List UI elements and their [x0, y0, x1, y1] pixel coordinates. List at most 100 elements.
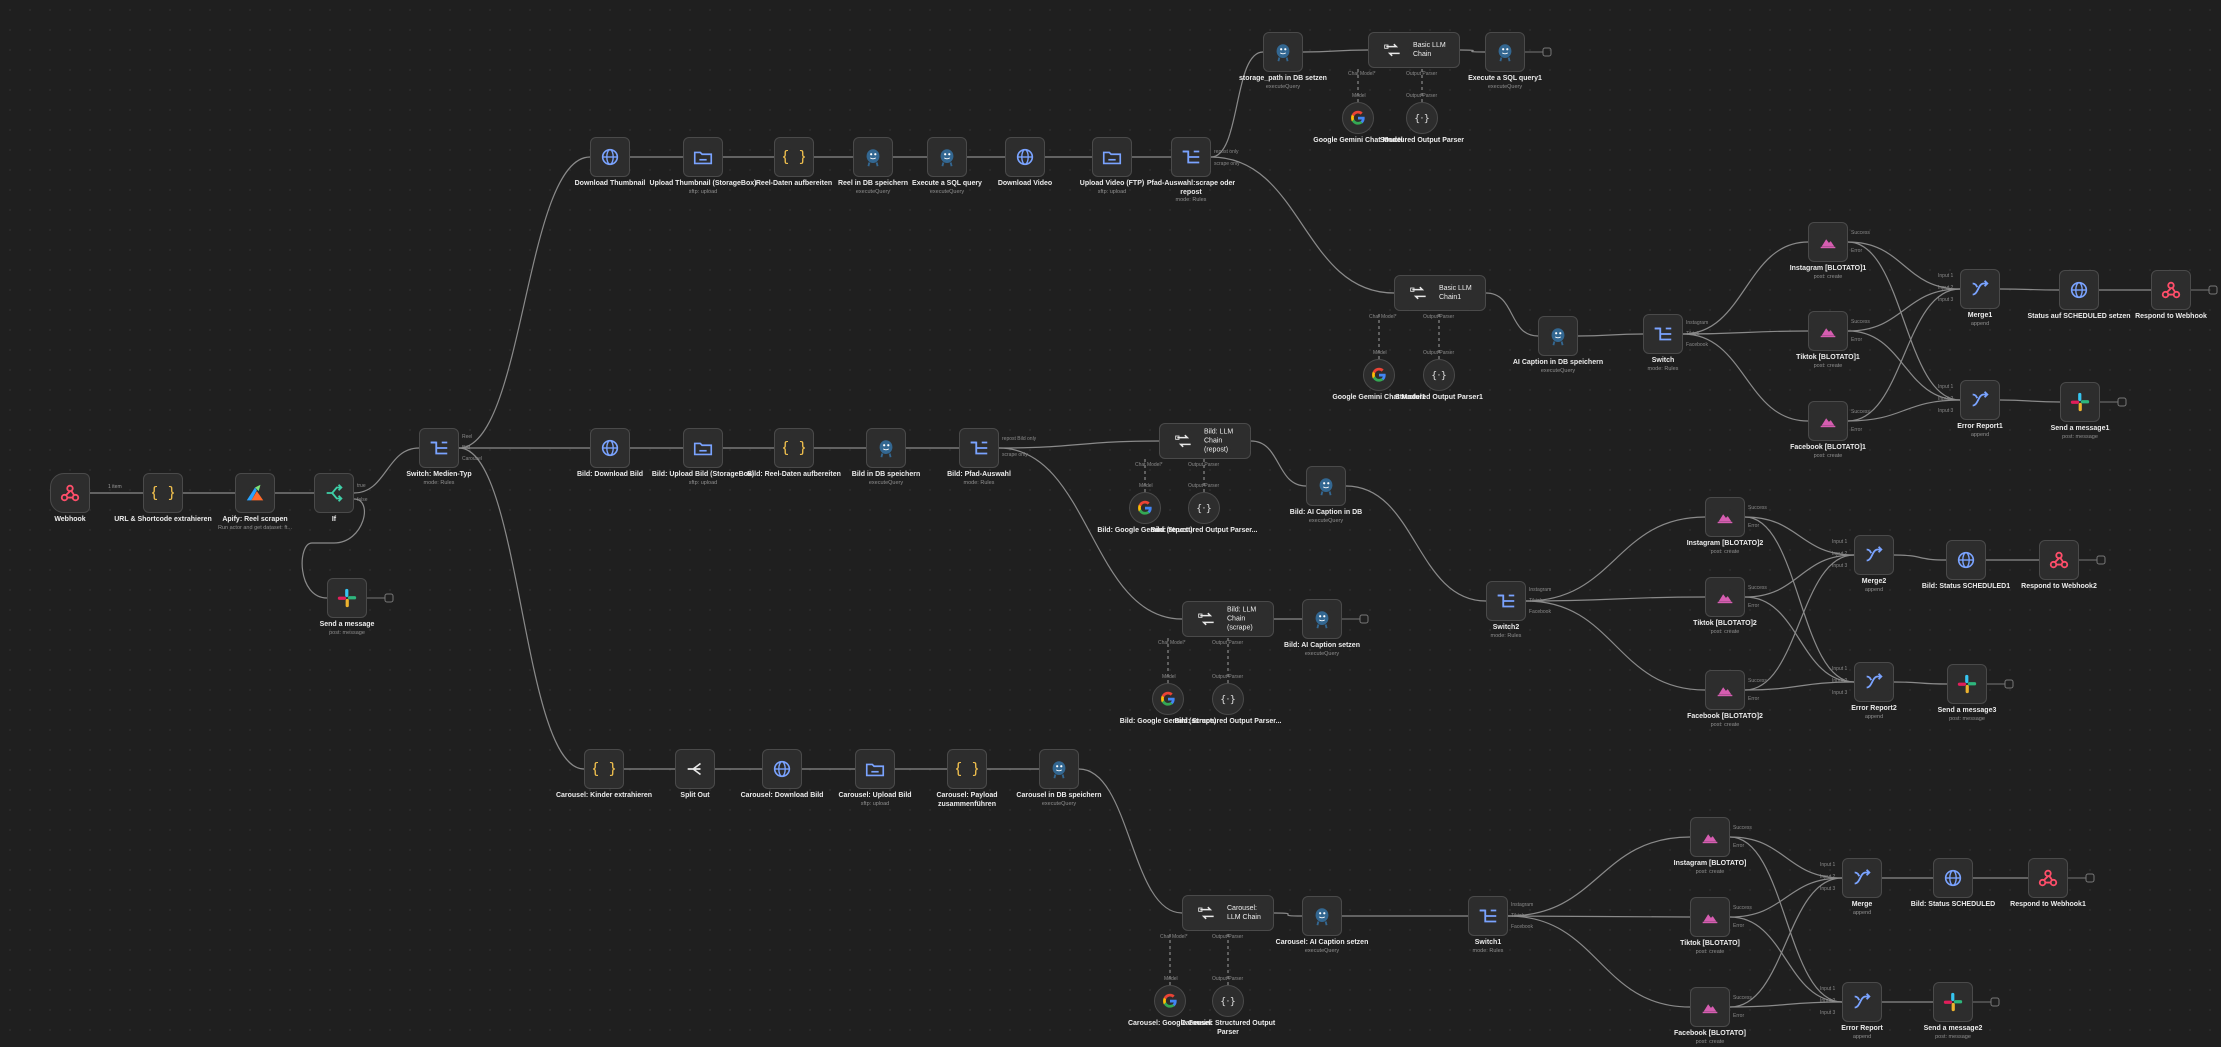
add-node-button[interactable] [1990, 997, 2000, 1007]
node-bildparserscrape[interactable]: {·} [1212, 683, 1244, 715]
node-insta2[interactable] [1705, 497, 1745, 537]
add-node-button[interactable] [1359, 614, 1369, 624]
node-bilddb[interactable] [866, 428, 906, 468]
node-webhook[interactable] [50, 473, 90, 513]
node-insta0[interactable] [1690, 817, 1730, 857]
node-bildaicapdb[interactable] [1306, 466, 1346, 506]
node-errreport1[interactable] [1960, 380, 2000, 420]
node-insta1[interactable] [1808, 222, 1848, 262]
connection[interactable] [1459, 49, 1486, 53]
add-node-button[interactable] [2117, 397, 2127, 407]
node-respond2[interactable] [2039, 540, 2079, 580]
connection[interactable] [1273, 912, 1303, 917]
node-execsql1[interactable] [1485, 32, 1525, 72]
node-bildgeminirepost[interactable] [1129, 492, 1161, 524]
connection[interactable] [1744, 554, 1855, 598]
connection[interactable] [1507, 836, 1691, 917]
connection[interactable] [1250, 440, 1307, 487]
node-status1[interactable] [2059, 270, 2099, 310]
node-upthumb[interactable] [683, 137, 723, 177]
node-execsql[interactable] [927, 137, 967, 177]
connection[interactable] [998, 447, 1183, 620]
node-bildparserrepost[interactable]: {·} [1188, 492, 1220, 524]
connection[interactable] [1744, 516, 1855, 683]
connection[interactable] [458, 447, 585, 770]
node-bildstatus1[interactable] [1946, 540, 1986, 580]
node-bildgeminiscrape[interactable] [1152, 683, 1184, 715]
node-pfadscrape[interactable] [1171, 137, 1211, 177]
connection[interactable] [998, 440, 1160, 449]
add-node-button[interactable] [384, 593, 394, 603]
node-parser1[interactable]: {·} [1423, 359, 1455, 391]
connection[interactable] [1345, 485, 1487, 602]
node-fb2[interactable] [1705, 670, 1745, 710]
connection[interactable] [1577, 333, 1644, 337]
connection[interactable] [1302, 49, 1369, 53]
node-dlthumb[interactable] [590, 137, 630, 177]
add-node-button[interactable] [1542, 47, 1552, 57]
add-node-button[interactable] [2096, 555, 2106, 565]
node-url[interactable]: { } [143, 473, 183, 513]
node-apify[interactable] [235, 473, 275, 513]
node-bildreel[interactable]: { } [774, 428, 814, 468]
connection[interactable] [1847, 330, 1961, 401]
connection[interactable] [1847, 241, 1961, 290]
add-node-button[interactable] [2085, 873, 2095, 883]
connection[interactable] [1729, 836, 1843, 879]
connection[interactable] [1999, 288, 2060, 291]
node-errreport2[interactable] [1854, 662, 1894, 702]
connection[interactable] [1525, 600, 1706, 691]
connection[interactable] [1847, 241, 1961, 401]
node-reeldata[interactable]: { } [774, 137, 814, 177]
connection[interactable] [1507, 915, 1691, 918]
node-sendmsg1[interactable] [2060, 382, 2100, 422]
node-basicllm[interactable]: Basic LLM Chain [1368, 32, 1460, 68]
node-caraicap[interactable] [1302, 896, 1342, 936]
node-respond1[interactable] [2028, 858, 2068, 898]
node-carkinder[interactable]: { } [584, 749, 624, 789]
node-storagepath[interactable] [1263, 32, 1303, 72]
node-fb0[interactable] [1690, 987, 1730, 1027]
node-reeldb[interactable] [853, 137, 893, 177]
connection[interactable] [1682, 333, 1809, 422]
connection[interactable] [1507, 915, 1691, 1008]
add-node-button[interactable] [2208, 285, 2218, 295]
connection[interactable] [1847, 399, 1961, 422]
connection[interactable] [1744, 554, 1855, 691]
node-sendmsg2[interactable] [1933, 982, 1973, 1022]
node-parser[interactable]: {·} [1406, 102, 1438, 134]
connection[interactable] [1744, 596, 1855, 683]
node-dlvideo[interactable] [1005, 137, 1045, 177]
node-sendmsg3[interactable] [1947, 664, 1987, 704]
node-bildpfad[interactable] [959, 428, 999, 468]
connection[interactable] [1078, 768, 1183, 914]
node-gemini[interactable] [1342, 102, 1374, 134]
node-tiktok1[interactable] [1808, 311, 1848, 351]
connection[interactable] [1893, 554, 1947, 561]
connection[interactable] [1729, 1001, 1843, 1008]
connection[interactable] [1210, 156, 1395, 294]
node-upvideo[interactable] [1092, 137, 1132, 177]
node-gemini1[interactable] [1363, 359, 1395, 391]
node-cargemini[interactable] [1154, 985, 1186, 1017]
add-node-button[interactable] [2004, 679, 2014, 689]
node-carparser[interactable]: {·} [1212, 985, 1244, 1017]
node-switch[interactable] [1643, 314, 1683, 354]
connection[interactable] [1682, 330, 1809, 335]
connection[interactable] [1999, 399, 2061, 403]
node-merge[interactable] [1842, 858, 1882, 898]
connection[interactable] [1744, 681, 1855, 691]
node-carllm[interactable]: Carousel: LLM Chain [1182, 895, 1274, 931]
connection[interactable] [1893, 681, 1948, 685]
node-merge1[interactable] [1960, 269, 2000, 309]
connection[interactable] [1729, 877, 1843, 1008]
connection[interactable] [353, 447, 420, 494]
node-carpayload[interactable]: { } [947, 749, 987, 789]
node-bildllmrepost[interactable]: Bild: LLM Chain (repost) [1159, 423, 1251, 459]
node-bildstatus[interactable] [1933, 858, 1973, 898]
node-switchmedia[interactable] [419, 428, 459, 468]
connection[interactable] [1525, 596, 1706, 602]
connection[interactable] [1525, 516, 1706, 602]
node-sendmsg[interactable] [327, 578, 367, 618]
